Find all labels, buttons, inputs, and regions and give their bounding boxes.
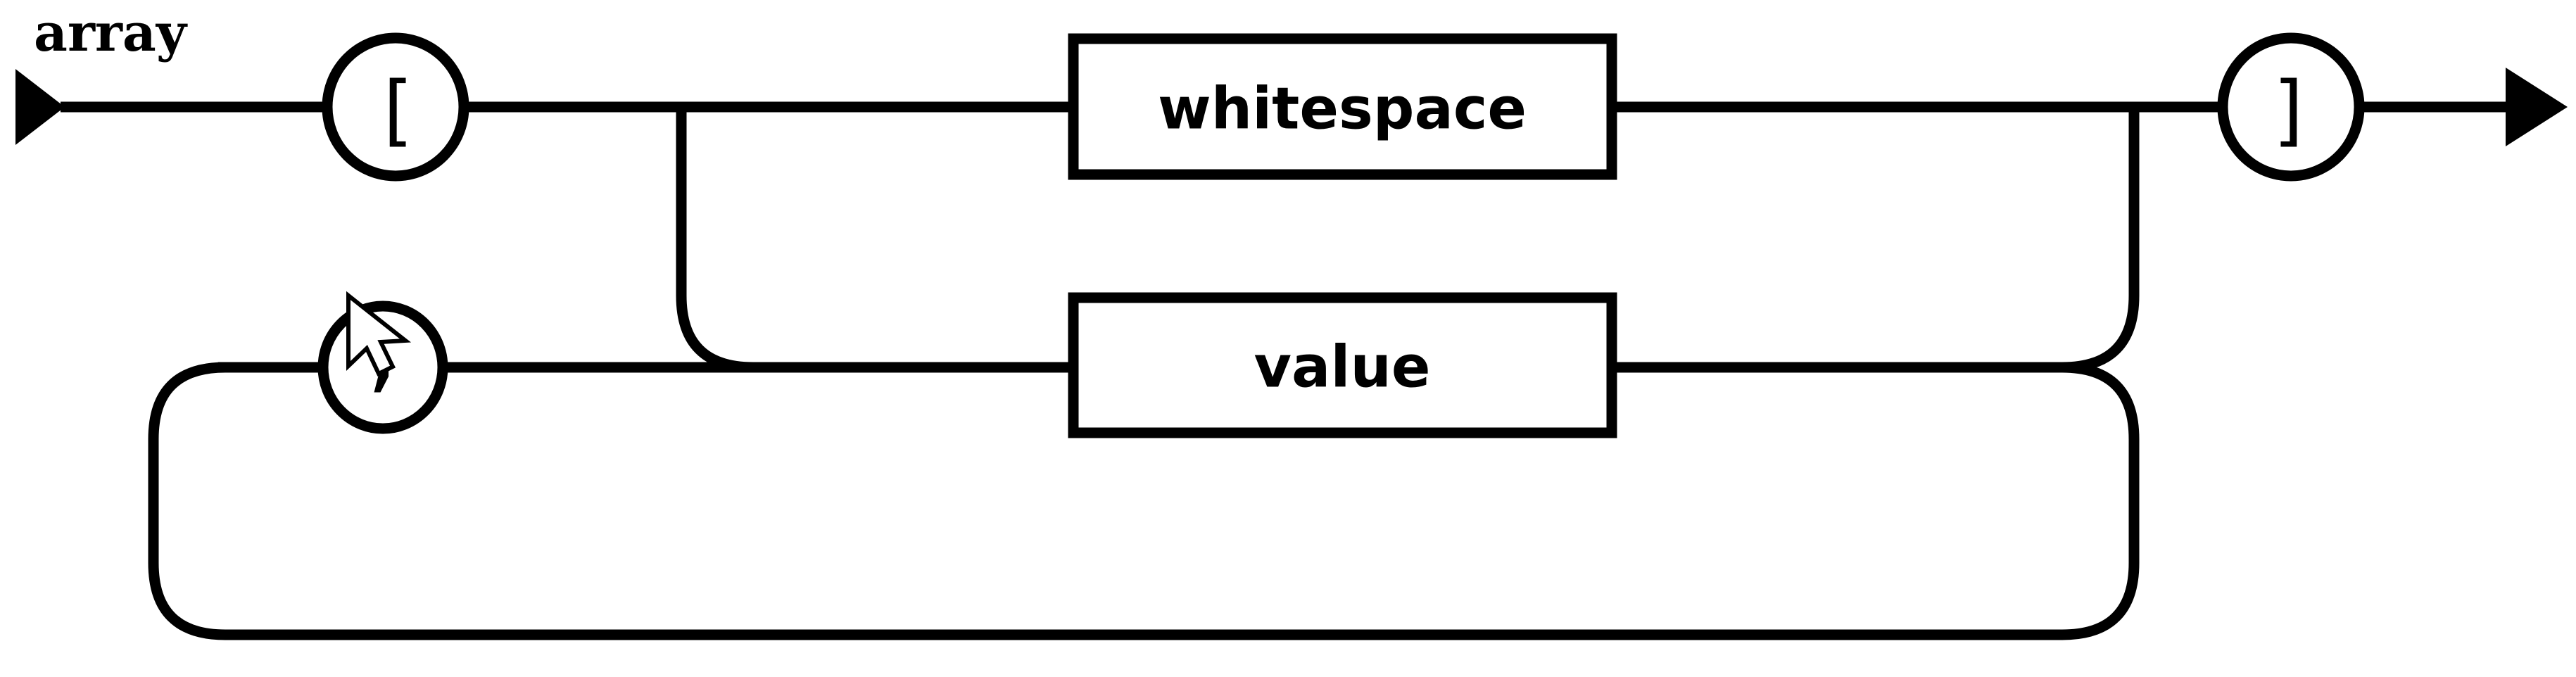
rail-loop-left (148, 362, 226, 640)
rail-branch-down-to-value (676, 107, 1073, 373)
nonterminal-value-label: value (1254, 334, 1431, 401)
terminal-open-bracket-label: [ (372, 65, 419, 155)
mouse-pointer-icon (346, 291, 412, 377)
terminal-close-bracket-label: ] (2268, 65, 2314, 155)
diagram-title: array (34, 3, 188, 63)
nonterminal-whitespace-label: whitespace (1158, 76, 1527, 143)
start-arrow-icon (15, 69, 65, 145)
end-arrow-icon (2506, 68, 2568, 146)
rail-loop-right (2062, 362, 2140, 640)
rail-merge-down-from-top (2062, 107, 2140, 373)
